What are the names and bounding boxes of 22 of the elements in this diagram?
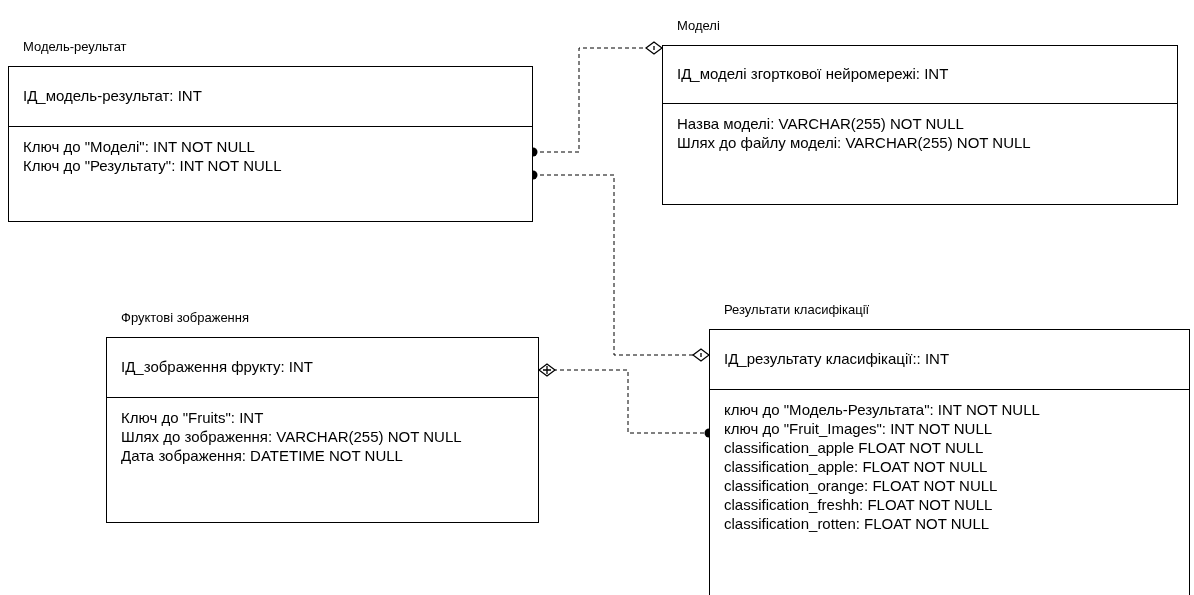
attribute-field: ключ до "Модель-Результата": INT NOT NULL (724, 400, 1040, 419)
attribute-field: classification_rotten: FLOAT NOT NULL (724, 514, 990, 533)
primary-key-field: ІД_зображення фрукту: INT (121, 356, 313, 379)
attribute-field: Ключ до "Результату": INT NOT NULL (23, 156, 282, 175)
primary-key-field: ІД_моделі згорткової нейромережі: INT (677, 63, 949, 86)
attribute-field: ключ до "Fruit_Images": INT NOT NULL (724, 419, 993, 438)
attribute-field: Ключ до "Моделі": INT NOT NULL (23, 137, 255, 156)
primary-key-field: ІД_модель-результат: INT (23, 85, 202, 108)
entity-title: Результати класифікації (724, 301, 870, 319)
attribute-field: Назва моделі: VARCHAR(255) NOT NULL (677, 114, 964, 133)
attribute-field: classification_apple FLOAT NOT NULL (724, 438, 984, 457)
entity-title: Моделі (677, 17, 720, 35)
attribute-field: Шлях до зображення: VARCHAR(255) NOT NULL (121, 427, 462, 446)
attribute-field: Шлях до файлу моделі: VARCHAR(255) NOT NULL (677, 133, 1031, 152)
entity-title: Фруктові зображення (121, 309, 250, 327)
attribute-field: classification_apple: FLOAT NOT NULL (724, 457, 988, 476)
attribute-field: Ключ до "Fruits": INT (121, 408, 264, 427)
attribute-field: Дата зображення: DATETIME NOT NULL (121, 446, 403, 465)
primary-key-field: ІД_результату класифікації:: INT (724, 348, 950, 371)
attribute-field: classification_orange: FLOAT NOT NULL (724, 476, 998, 495)
attribute-field: classification_freshh: FLOAT NOT NULL (724, 495, 993, 514)
entity-title: Модель-реультат (23, 38, 127, 56)
